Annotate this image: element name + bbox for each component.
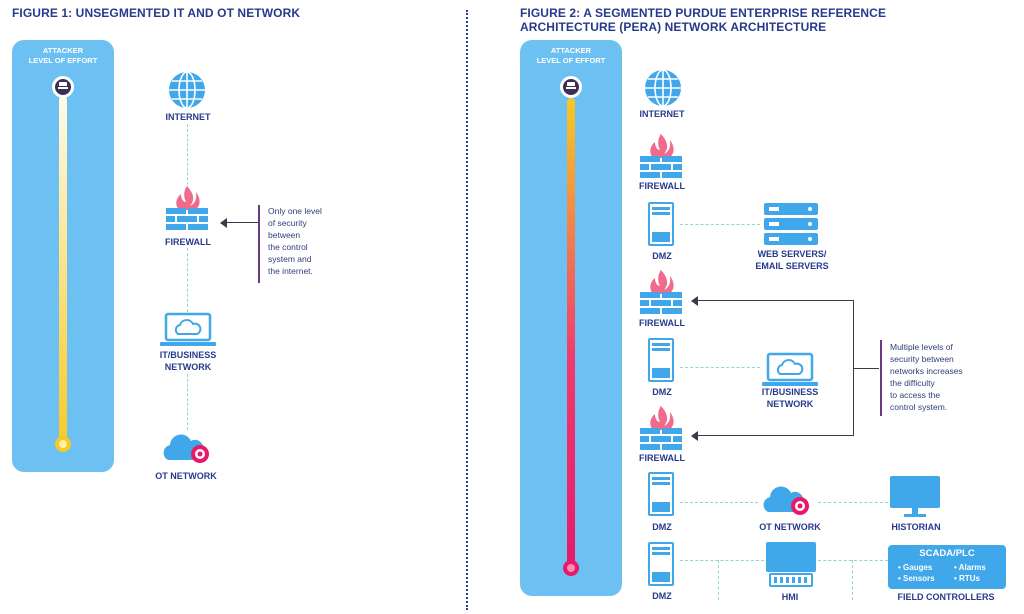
figure1-internet-label: INTERNET [165,112,211,122]
figure2-note-bar [880,340,882,416]
note-line: the internet. [268,266,313,276]
figure2-firewall3-label: FIREWALL [639,453,685,463]
arrow-left-icon [691,296,698,306]
figure2-note: Multiple levels of security between netw… [890,341,963,413]
note-line: control system. [890,402,948,412]
note-arrow-line [853,368,879,369]
note-line: between [268,230,301,240]
monitor-icon [890,476,940,517]
figure2-hmi-label: HMI [781,592,799,602]
hmi-monitor-icon [766,542,816,587]
figure1-effort-label-line2: LEVEL OF EFFORT [28,56,98,65]
figure2-dmz2-label: DMZ [652,387,672,397]
figure2-field-label: FIELD CONTROLLERS [897,592,995,602]
server-tower-icon [648,472,674,516]
globe-icon [645,69,681,107]
figure2-dmz4-label: DMZ [652,591,672,601]
figure2-firewall2-label: FIREWALL [639,318,685,328]
dmz1-web-connector [680,224,760,225]
note-arrow-line [698,435,854,436]
dmz4-hmi-connector [718,560,719,600]
note-line: of security [268,218,307,228]
note-line: Only one level [268,206,322,216]
firewall-icon [640,134,682,178]
figure1-effort-label-line1: ATTACKER [42,46,84,55]
server-tower-icon [648,202,674,246]
note-line: to access the [890,390,941,400]
note-arrow-line [698,300,854,301]
figure1-it-label: IT/BUSINESS NETWORK [148,349,228,373]
it-label-line: NETWORK [164,362,212,372]
figure1-firewall-label: FIREWALL [165,237,211,247]
globe-icon [169,71,205,109]
scada-title: SCADA/PLC [919,548,975,559]
figure2-effort-bar-end [563,560,579,576]
figure1-ot-label: OT NETWORK [155,471,217,481]
figure2-ot-label: OT NETWORK [759,522,821,532]
figure2-dmz1-label: DMZ [652,251,672,261]
cloud-gear-icon [763,486,809,515]
note-line: security between [890,354,954,364]
figure2-effort-label-line2: LEVEL OF EFFORT [536,56,606,65]
figure2-effort-bar [567,98,575,570]
scada-item: • RTUs [954,574,980,583]
figure1-connector [187,374,188,430]
server-rack-icon [764,203,818,245]
hmi-field-connector [818,560,888,561]
figure1-connector [187,124,188,190]
figure1-effort-bar [59,96,67,448]
scada-item: • Gauges [898,563,933,572]
web-label-line: EMAIL SERVERS [755,261,829,271]
cloud-gear-icon [163,434,209,463]
figure2-effort-panel: ATTACKER LEVEL OF EFFORT [520,40,622,596]
hmi-field-connector [852,560,853,600]
web-label-line: WEB SERVERS/ [757,249,827,259]
note-line: the difficulty [890,378,935,388]
figure2-hacker-icon [560,76,582,98]
scada-plc-box: SCADA/PLC • Gauges • Alarms • Sensors • … [888,545,1006,589]
it-label-line: IT/BUSINESS [761,387,819,397]
dmz4-hmi-connector [680,560,764,561]
figure2-internet-label: INTERNET [639,109,685,119]
figure1-note-arrow [226,222,258,223]
it-label-line: NETWORK [766,399,814,409]
figure2-title: FIGURE 2: A SEGMENTED PURDUE ENTERPRISE … [520,6,886,34]
figure1-hacker-icon [52,76,74,98]
dmz3-ot-connector [680,502,758,503]
arrow-left-icon [220,218,227,228]
figure1-title: FIGURE 1: UNSEGMENTED IT AND OT NETWORK [12,6,301,20]
figure2-it-label: IT/BUSINESS NETWORK [750,386,830,410]
laptop-cloud-icon [160,312,216,346]
firewall-icon [166,186,208,230]
figure1-effort-panel: ATTACKER LEVEL OF EFFORT [12,40,114,472]
dmz2-it-connector [680,367,760,368]
firewall-icon [640,406,682,450]
figure2-title-line: FIGURE 2: A SEGMENTED PURDUE ENTERPRISE … [520,6,887,20]
figure2-firewall1-label: FIREWALL [639,181,685,191]
it-label-line: IT/BUSINESS [159,350,217,360]
figure1-connector [187,248,188,312]
figure1-note-bar [258,205,260,283]
note-line: networks increases [890,366,963,376]
figure2-dmz3-label: DMZ [652,522,672,532]
firewall-icon [640,270,682,314]
server-tower-icon [648,542,674,586]
arrow-left-icon [691,431,698,441]
figure2-historian-label: HISTORIAN [891,522,941,532]
note-line: Multiple levels of [890,342,953,352]
figure-divider [466,10,468,610]
scada-item: • Alarms [954,563,986,572]
figure1-note: Only one level of security between the c… [268,205,322,277]
figure2-effort-label-line1: ATTACKER [550,46,592,55]
figure2-web-label: WEB SERVERS/ EMAIL SERVERS [740,248,844,272]
figure2-title-line: ARCHITECTURE (PERA) NETWORK ARCHITECTURE [520,20,827,34]
server-tower-icon [648,338,674,382]
laptop-cloud-icon [762,352,818,386]
note-line: the control [268,242,308,252]
figure1-effort-bar-end [55,436,71,452]
ot-historian-connector [818,502,888,503]
note-line: system and [268,254,312,264]
scada-item: • Sensors [898,574,935,583]
